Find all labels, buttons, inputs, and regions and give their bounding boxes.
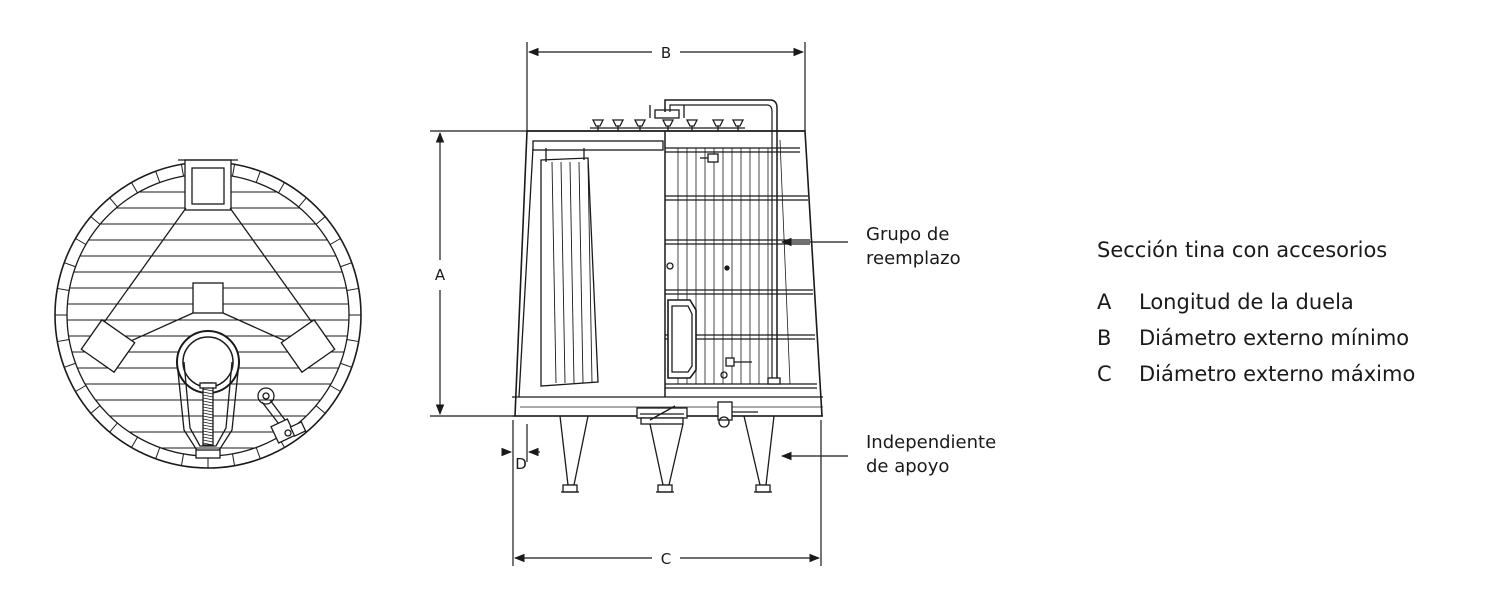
top-view xyxy=(54,159,362,469)
callout-support-line1: Independiente xyxy=(866,432,996,453)
legend-title: Sección tina con accesorios xyxy=(1097,238,1388,262)
dimension-label-c: C xyxy=(661,550,671,568)
legend-label: Longitud de la duela xyxy=(1139,290,1354,314)
dimension-label-a: A xyxy=(435,266,446,284)
legend-item-c: C Diámetro externo máximo xyxy=(1097,356,1477,392)
side-view xyxy=(512,99,823,493)
dimension-label-b: B xyxy=(661,44,671,62)
dimension-lines xyxy=(430,42,848,566)
legend-label: Diámetro externo máximo xyxy=(1139,362,1416,386)
legend-key: C xyxy=(1097,362,1112,386)
legend-item-b: B Diámetro externo mínimo xyxy=(1097,320,1477,356)
legend: Sección tina con accesorios A Longitud d… xyxy=(1097,238,1477,392)
callout-replacement-group-line1: Grupo de xyxy=(866,224,949,245)
legend-label: Diámetro externo mínimo xyxy=(1139,326,1410,350)
legend-key: B xyxy=(1097,326,1112,350)
dimension-label-d: D xyxy=(515,455,527,473)
legend-item-a: A Longitud de la duela xyxy=(1097,284,1477,320)
callout-support-line2: de apoyo xyxy=(866,456,949,477)
callout-replacement-group-line2: reemplazo xyxy=(866,248,961,269)
top-view-ring-segments xyxy=(55,162,361,468)
legend-key: A xyxy=(1097,290,1112,314)
